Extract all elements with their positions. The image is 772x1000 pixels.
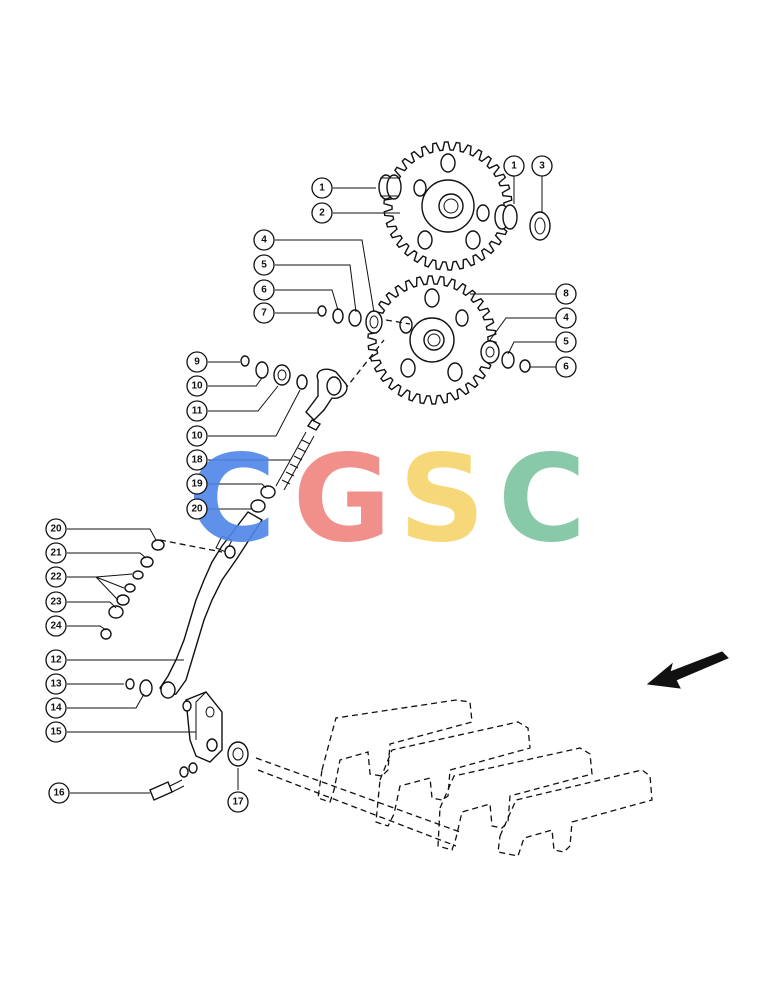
callout-label: 6 xyxy=(261,285,267,296)
ring-1-right xyxy=(494,204,518,230)
callout-label: 5 xyxy=(261,260,267,271)
right-bearing-stack xyxy=(480,340,531,373)
callout-label: 1 xyxy=(319,183,325,194)
callout-label: 9 xyxy=(194,357,200,368)
upper-sprocket xyxy=(383,141,513,271)
callout-label: 2 xyxy=(319,208,325,219)
callout-c21: 21 xyxy=(45,542,67,564)
left-bearing-stack xyxy=(317,305,383,334)
callout-c9: 9 xyxy=(186,351,208,373)
callout-label: 20 xyxy=(50,524,62,535)
callout-label: 8 xyxy=(563,289,569,300)
direction-arrow xyxy=(646,651,729,689)
leader-lines xyxy=(67,176,556,794)
callout-c16: 16 xyxy=(48,782,70,804)
callout-label: 11 xyxy=(192,406,203,417)
callouts: 1 2 1 3 4 5 6 7 8 4 5 6 9 10 11 10 18 19… xyxy=(45,155,577,813)
callout-c1b: 1 xyxy=(503,155,525,177)
callout-c17: 17 xyxy=(227,791,249,813)
callout-c24: 24 xyxy=(45,615,67,637)
callout-label: 4 xyxy=(563,313,569,324)
callout-c11: 11 xyxy=(186,400,208,422)
callout-c7: 7 xyxy=(253,302,275,324)
washer-14 xyxy=(139,679,153,697)
lower-sprocket xyxy=(367,275,497,405)
callout-c6a: 6 xyxy=(253,279,275,301)
callout-c4b: 4 xyxy=(555,307,577,329)
callout-c5a: 5 xyxy=(253,254,275,276)
callout-label: 22 xyxy=(50,572,62,583)
callout-c19: 19 xyxy=(186,473,208,495)
callout-c15: 15 xyxy=(45,721,67,743)
callout-c4a: 4 xyxy=(253,229,275,251)
callout-c5b: 5 xyxy=(555,331,577,353)
callout-label: 4 xyxy=(261,235,267,246)
callout-c14: 14 xyxy=(45,697,67,719)
callout-c20a: 20 xyxy=(186,498,208,520)
callout-label: 19 xyxy=(191,479,203,490)
washer-13 xyxy=(125,678,135,690)
watermark-letter-4: C xyxy=(498,431,586,570)
callout-c12: 12 xyxy=(45,649,67,671)
callout-c18: 18 xyxy=(186,449,208,471)
callout-label: 13 xyxy=(50,679,62,690)
callout-c8: 8 xyxy=(555,283,577,305)
callout-label: 23 xyxy=(50,597,62,608)
lever-12 xyxy=(159,511,263,699)
callout-label: 15 xyxy=(50,727,62,738)
bolt-16 xyxy=(149,762,198,801)
callout-label: 17 xyxy=(232,797,244,808)
watermark: C G S C xyxy=(188,431,586,570)
bushing-3 xyxy=(529,211,551,241)
callout-label: 7 xyxy=(261,308,267,319)
small-hardware-stack xyxy=(100,539,165,640)
callout-label: 10 xyxy=(191,431,203,442)
callout-c6b: 6 xyxy=(555,356,577,378)
callout-c13: 13 xyxy=(45,673,67,695)
watermark-letter-3: S xyxy=(399,431,485,570)
callout-label: 3 xyxy=(539,161,545,172)
bracket-15 xyxy=(182,691,223,763)
callout-c20b: 20 xyxy=(45,518,67,540)
callout-label: 10 xyxy=(191,381,203,392)
callout-label: 6 xyxy=(563,362,569,373)
ghost-frame xyxy=(255,699,653,857)
callout-label: 5 xyxy=(563,337,569,348)
callout-c23: 23 xyxy=(45,591,67,613)
callout-label: 1 xyxy=(511,161,517,172)
callout-label: 12 xyxy=(50,655,62,666)
watermark-letter-2: G xyxy=(293,431,392,570)
rod-eye-assembly xyxy=(240,355,348,513)
callout-c10a: 10 xyxy=(186,375,208,397)
callout-c22: 22 xyxy=(45,566,67,588)
callout-c1a: 1 xyxy=(311,177,333,199)
washer-17 xyxy=(227,741,249,767)
callout-c2: 2 xyxy=(311,202,333,224)
ring-1-left xyxy=(378,174,402,200)
callout-c3: 3 xyxy=(531,155,553,177)
callout-label: 20 xyxy=(191,504,203,515)
callout-label: 14 xyxy=(50,703,62,714)
callout-c10b: 10 xyxy=(186,425,208,447)
callout-label: 24 xyxy=(50,621,62,632)
callout-label: 21 xyxy=(50,548,62,559)
callout-label: 18 xyxy=(191,455,203,466)
callout-label: 16 xyxy=(53,788,65,799)
